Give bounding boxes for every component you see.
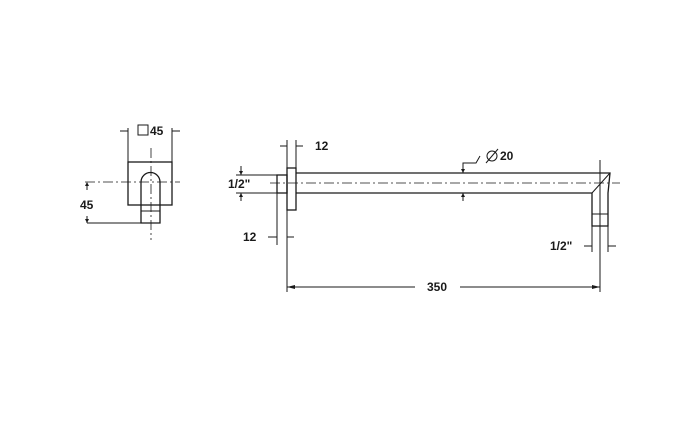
- arrowhead: [85, 219, 89, 223]
- arrowhead: [239, 193, 243, 197]
- diameter-symbol-icon: [485, 148, 499, 164]
- arrowhead: [85, 182, 89, 186]
- length-label: 350: [427, 280, 447, 294]
- arrowhead: [592, 285, 600, 289]
- width-label: 45: [150, 124, 164, 138]
- outlet-thread-label: 1/2": [550, 239, 572, 253]
- inlet-thread-label: 1/2": [228, 177, 250, 191]
- inlet-nut: [276, 174, 288, 194]
- square-symbol-icon: [137, 124, 149, 136]
- front-view: 12 12 1/2" 20 1/2" 350: [228, 139, 620, 294]
- flange-thickness-label: 12: [315, 139, 329, 153]
- arrowhead: [461, 193, 465, 197]
- pipe-diameter-label: 20: [500, 149, 514, 163]
- wall-plate: [127, 161, 173, 206]
- arrowhead: [239, 171, 243, 175]
- flange: [286, 167, 297, 211]
- shower-arm: [296, 172, 611, 227]
- flange-offset-label: 12: [243, 230, 257, 244]
- outlet-elbow: [140, 171, 161, 224]
- diameter-leader-line: [462, 155, 481, 173]
- arrowhead: [287, 285, 295, 289]
- height-label: 45: [80, 198, 94, 212]
- arrowhead: [461, 169, 465, 173]
- side-view: 45 45: [80, 124, 180, 240]
